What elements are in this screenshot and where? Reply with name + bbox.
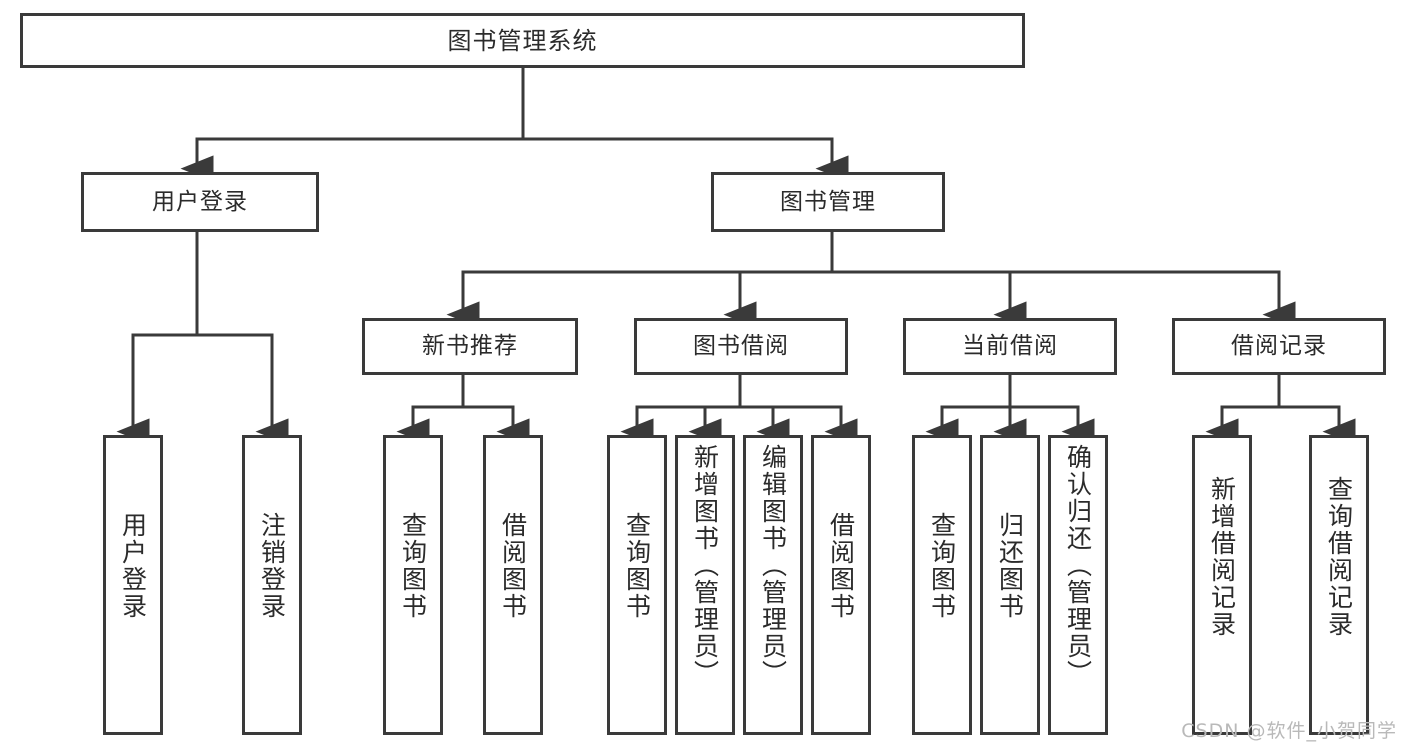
node-book-borrow[interactable]: 图书借阅 (634, 318, 848, 375)
node-label: 图书管理系统 (447, 26, 598, 55)
leaf-borrow-record-add-record[interactable]: 新增借阅记录 (1192, 435, 1252, 735)
leaf-user-login-signin[interactable]: 用户登录 (103, 435, 163, 735)
node-label: 查询图书 (927, 512, 957, 620)
node-label: 借阅图书 (498, 512, 528, 620)
node-label: 新增图书（管理员） (690, 444, 720, 687)
node-label: 新书推荐 (422, 333, 518, 360)
leaf-book-borrow-edit-book-admin[interactable]: 编辑图书（管理员） (743, 435, 803, 735)
node-label: 注销登录 (257, 512, 287, 620)
node-user-login[interactable]: 用户登录 (81, 172, 319, 232)
node-label: 新增借阅记录 (1207, 476, 1237, 638)
node-label: 图书管理 (780, 188, 876, 215)
leaf-new-book-query-book[interactable]: 查询图书 (383, 435, 443, 735)
leaf-current-borrow-confirm-return-admin[interactable]: 确认归还（管理员） (1048, 435, 1108, 735)
leaf-book-borrow-query-book[interactable]: 查询图书 (607, 435, 667, 735)
leaf-book-borrow-borrow-book[interactable]: 借阅图书 (811, 435, 871, 735)
node-root-library-management-system[interactable]: 图书管理系统 (20, 13, 1025, 68)
node-label: 当前借阅 (962, 333, 1058, 360)
node-borrow-record[interactable]: 借阅记录 (1172, 318, 1386, 375)
leaf-current-borrow-query-book[interactable]: 查询图书 (912, 435, 972, 735)
node-label: 用户登录 (118, 512, 148, 620)
node-label: 归还图书 (995, 512, 1025, 620)
node-label: 确认归还（管理员） (1063, 444, 1093, 687)
node-label: 编辑图书（管理员） (758, 444, 788, 687)
node-new-book-recommend[interactable]: 新书推荐 (362, 318, 578, 375)
node-label: 图书借阅 (693, 333, 789, 360)
node-book-management[interactable]: 图书管理 (711, 172, 945, 232)
node-label: 借阅记录 (1231, 333, 1327, 360)
node-label: 用户登录 (152, 188, 248, 215)
csdn-watermark: CSDN @软件_小贺同学 (1181, 720, 1397, 742)
leaf-current-borrow-return-book[interactable]: 归还图书 (980, 435, 1040, 735)
node-label: 查询图书 (622, 512, 652, 620)
node-label: 查询借阅记录 (1324, 476, 1354, 638)
node-current-borrow[interactable]: 当前借阅 (903, 318, 1117, 375)
leaf-book-borrow-add-book-admin[interactable]: 新增图书（管理员） (675, 435, 735, 735)
node-label: 借阅图书 (826, 512, 856, 620)
leaf-borrow-record-query-record[interactable]: 查询借阅记录 (1309, 435, 1369, 735)
node-label: 查询图书 (398, 512, 428, 620)
leaf-user-login-signout[interactable]: 注销登录 (242, 435, 302, 735)
leaf-new-book-borrow-book[interactable]: 借阅图书 (483, 435, 543, 735)
